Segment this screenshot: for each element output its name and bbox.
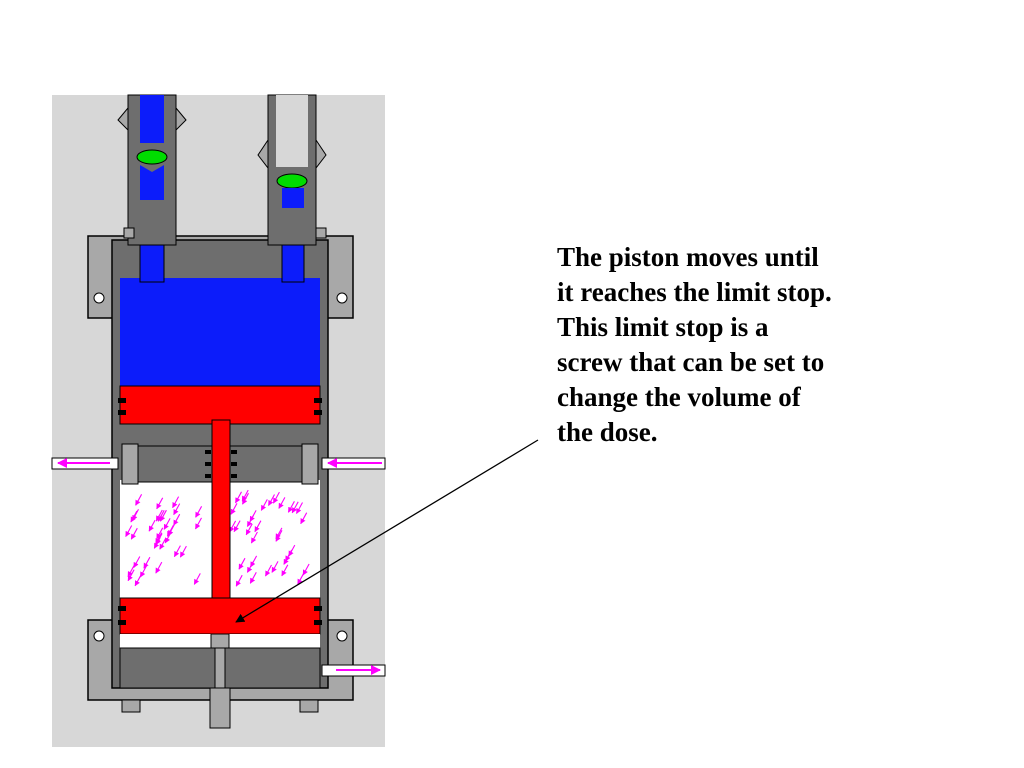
air-flow-arrows bbox=[125, 489, 310, 587]
air-flow-arrow-icon bbox=[287, 501, 295, 513]
lower-piston bbox=[119, 597, 321, 635]
air-flow-arrow-icon bbox=[179, 545, 187, 558]
air-flow-arrow-icon bbox=[157, 510, 165, 522]
air-flow-arrow-icon bbox=[173, 503, 181, 516]
air-flow-arrow-icon bbox=[302, 563, 310, 576]
air-flow-arrow-icon bbox=[272, 491, 280, 504]
air-flow-arrow-icon bbox=[235, 491, 242, 504]
bolt-hole-icon bbox=[93, 292, 105, 304]
air-flow-arrow-icon bbox=[235, 574, 243, 587]
caption-text: The piston moves until it reaches the li… bbox=[557, 240, 937, 450]
bolt-hole-icon bbox=[336, 630, 348, 642]
air-flow-arrow-icon bbox=[233, 520, 241, 533]
air-flow-arrow-icon bbox=[241, 489, 249, 502]
air-flow-arrow-icon bbox=[229, 520, 237, 533]
air-flow-arrow-icon bbox=[285, 549, 293, 562]
caption-line: the dose. bbox=[557, 417, 658, 447]
air-flow-arrow-icon bbox=[230, 503, 238, 515]
air-flow-arrow-icon bbox=[127, 569, 135, 582]
air-flow-arrow-icon bbox=[155, 561, 163, 574]
air-flow-arrow-icon bbox=[300, 512, 308, 525]
air-flow-arrow-icon bbox=[193, 573, 201, 585]
air-flow-arrow-icon bbox=[167, 524, 175, 536]
air-flow-arrow-icon bbox=[143, 556, 151, 569]
air-flow-arrow-icon bbox=[268, 494, 275, 506]
air-flow-arrow-icon bbox=[195, 517, 202, 530]
caption-line: This limit stop is a bbox=[557, 312, 769, 342]
air-flow-arrow-icon bbox=[135, 494, 143, 506]
air-flow-arrow-icon bbox=[132, 509, 139, 521]
air-flow-arrow-icon bbox=[195, 506, 203, 518]
air-flow-arrow-icon bbox=[246, 561, 254, 573]
pointer-arrow bbox=[235, 439, 539, 623]
air-flow-arrow-icon bbox=[125, 525, 133, 537]
air-flow-arrow-icon bbox=[249, 572, 257, 584]
air-flow-arrow-icon bbox=[275, 530, 283, 542]
caption-line: The piston moves until bbox=[557, 242, 819, 272]
air-flow-arrow-icon bbox=[148, 519, 156, 532]
air-flow-arrow-icon bbox=[291, 501, 299, 514]
bolt-head-icon bbox=[299, 699, 319, 713]
bolt-hole-icon bbox=[336, 292, 348, 304]
piston-assembly bbox=[118, 385, 322, 635]
air-flow-arrow-icon bbox=[163, 518, 171, 530]
air-flow-arrow-icon bbox=[127, 565, 135, 578]
air-flow-arrow-icon bbox=[260, 499, 268, 511]
air-flow-arrow-icon bbox=[130, 527, 138, 540]
air-flow-arrow-icon bbox=[238, 557, 246, 570]
air-flow-arrow-icon bbox=[254, 520, 262, 533]
air-flow-arrow-icon bbox=[281, 564, 289, 577]
caption-line: it reaches the limit stop. bbox=[557, 277, 832, 307]
caption-line: screw that can be set to bbox=[557, 347, 825, 377]
air-flow-arrow-icon bbox=[156, 527, 164, 540]
air-flow-arrow-icon bbox=[271, 561, 279, 573]
air-flow-arrow-icon bbox=[246, 515, 254, 527]
piston-rod bbox=[211, 419, 231, 603]
limit-stop-screw-icon bbox=[209, 633, 231, 729]
air-flow-arrow-icon bbox=[155, 509, 163, 522]
inlet-check-valve-icon bbox=[117, 94, 187, 246]
caption-line: change the volume of bbox=[557, 382, 801, 412]
air-flow-arrow-icon bbox=[139, 565, 147, 578]
bolt-head-icon bbox=[121, 699, 141, 713]
outlet-check-valve-icon bbox=[257, 94, 327, 246]
air-flow-arrow-icon bbox=[156, 497, 164, 510]
air-flow-arrow-icon bbox=[250, 531, 258, 544]
bolt-hole-icon bbox=[93, 630, 105, 642]
air-ports bbox=[51, 457, 386, 677]
air-flow-arrow-icon bbox=[296, 502, 303, 514]
fluid-chamber bbox=[120, 139, 320, 388]
air-flow-arrow-icon bbox=[278, 497, 286, 509]
air-flow-arrow-icon bbox=[133, 556, 141, 568]
air-flow-arrow-icon bbox=[173, 545, 181, 558]
air-flow-arrow-icon bbox=[265, 564, 272, 577]
air-flow-arrow-icon bbox=[297, 573, 305, 585]
air-flow-arrow-icon bbox=[159, 537, 167, 550]
upper-piston bbox=[119, 385, 321, 425]
air-flow-arrow-icon bbox=[173, 513, 181, 526]
air-flow-arrow-icon bbox=[172, 496, 180, 509]
